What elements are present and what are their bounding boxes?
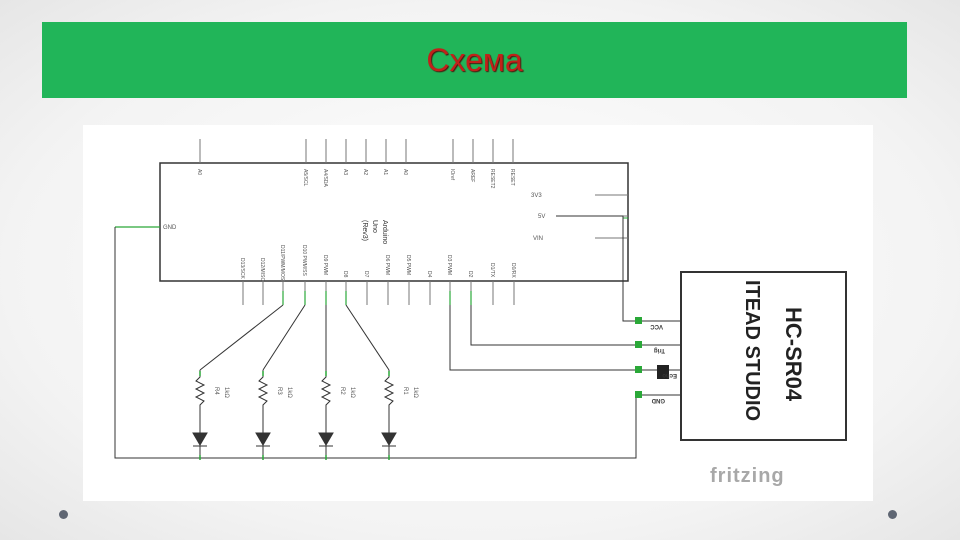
sensor-pin-gnd: GND [651,397,665,403]
pin-label-vin: VIN [533,236,543,242]
arduino-name-1: Arduino [381,220,388,244]
arduino-name-3: (Rev3) [361,220,368,241]
pin-label-b8: D6 PWM [384,255,390,275]
wire-echo [449,305,637,371]
pin-label-b5: D9 PWM [322,255,328,275]
fritzing-watermark: fritzing [710,465,785,487]
sensor-pin-vcc: VCC [650,323,663,329]
sensor-pin-echo: Echo [662,372,677,378]
sensor-echo-chip [657,365,669,379]
sensor-model: HC-SR04 [781,307,806,402]
pin-label-top-5: A1 [382,169,388,175]
pin-label-top-a0l: A0 [196,169,202,175]
pin-label-top-9: RESET2 [489,169,495,189]
pin-label-b13: D1/TX [489,263,495,278]
sensor-maker: ITEAD STUDIO [741,280,763,421]
pin-label-b11: D3 PWM [446,255,452,275]
pin-label-b12: D2 [467,271,473,278]
circuit-diagram: Arduino Uno (Rev3) A0 A5/SCL A4/SDA A3 A… [114,139,847,487]
schematic-image: Arduino Uno (Rev3) A0 A5/SCL A4/SDA A3 A… [83,125,873,501]
pin-label-top-10: RESET [509,169,515,186]
pin-label-b1: D13/SCK [239,258,245,280]
pin-label-b2: D12/MISO [259,258,265,281]
pin-label-3v3: 3V3 [531,193,542,199]
svg-text:1kΩ: 1kΩ [349,387,355,398]
svg-text:1kΩ: 1kΩ [286,387,292,398]
resistor-r4: R4 1kΩ [194,370,229,425]
right-bullet-dot [888,510,897,519]
pin-label-top-1: A5/SCL [302,169,308,186]
resistor-r3: R3 1kΩ [257,370,292,425]
pin-label-b4: D10 PWM/SS [301,245,307,277]
pin-label-b6: D8 [342,271,348,278]
svg-text:R3: R3 [276,387,282,395]
svg-text:R2: R2 [339,387,345,395]
pin-label-gnd: GND [163,225,177,231]
slide-title: Схема [426,41,523,78]
pin-label-top-8: AREF [469,169,475,182]
left-bullet-dot [59,510,68,519]
svg-text:1kΩ: 1kΩ [223,387,229,398]
pin-label-top-7: IOref [449,169,455,181]
pin-label-top-3: A3 [342,169,348,175]
pin-label-top-6: A0 [402,169,408,175]
pin-label-b9: D5 PWM [405,255,411,275]
svg-text:R4: R4 [213,387,219,395]
svg-text:1kΩ: 1kΩ [412,387,418,398]
pin-label-b10: D4 [426,271,432,278]
pin-label-b14: D0/RX [510,263,516,278]
pin-label-top-2: A4/SDA [322,169,328,187]
wire-5v-vcc-2 [556,215,637,322]
arduino-name-2: Uno [371,220,378,233]
arduino-board [159,162,629,282]
sensor-pin-trig: Trig [654,347,665,353]
pin-label-b7: D7 [363,271,369,278]
resistor-r1: R1 1kΩ [383,370,418,425]
pin-label-b3: D11/PWM/MOSI [279,245,285,282]
resistor-r2: R2 1kΩ [320,370,355,425]
svg-text:R1: R1 [402,387,408,395]
wire-trig [470,305,637,346]
title-bar: Схема [42,22,907,98]
pin-label-top-4: A2 [362,169,368,175]
sensor-board [680,271,847,441]
pin-label-5v: 5V [538,214,545,220]
